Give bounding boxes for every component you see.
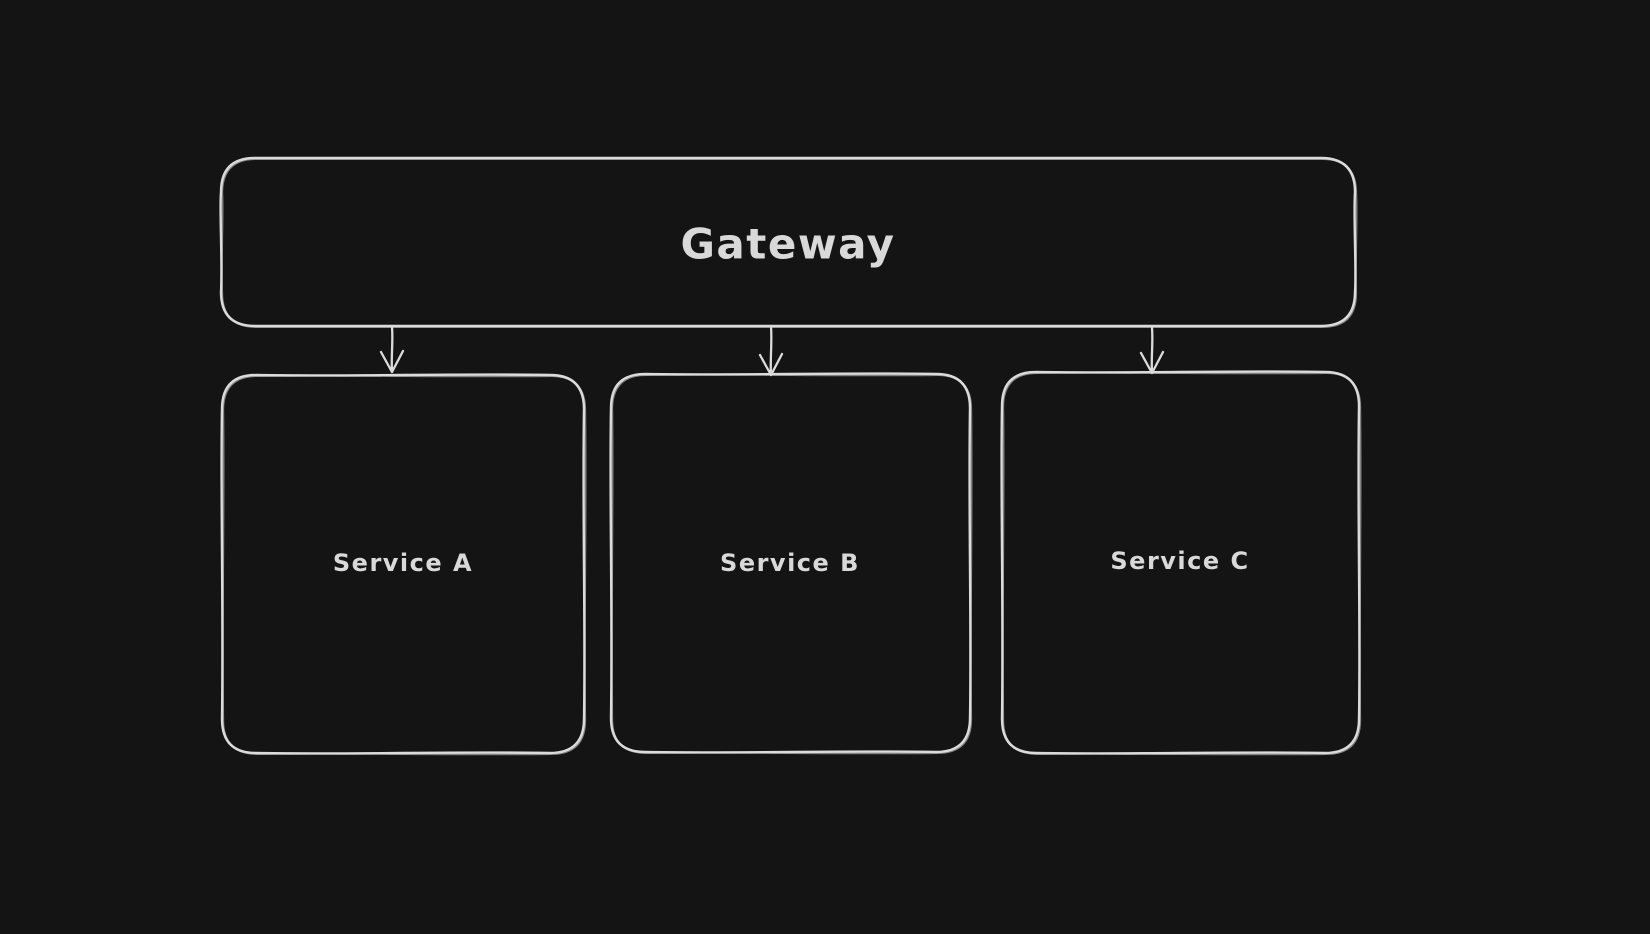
service-c-box-outline-sketch bbox=[1002, 371, 1362, 756]
node-gateway[interactable]: Gateway bbox=[219, 156, 1358, 329]
service-a-box-outline bbox=[220, 373, 586, 755]
service-c-label: Service C bbox=[1110, 547, 1249, 575]
arrow-gateway-to-service-b[interactable] bbox=[758, 325, 784, 377]
service-b-label: Service B bbox=[720, 549, 860, 577]
node-service-a[interactable]: Service A bbox=[220, 373, 587, 756]
node-service-b[interactable]: Service B bbox=[609, 372, 973, 755]
service-b-box-outline-sketch bbox=[611, 373, 973, 755]
service-a-label: Service A bbox=[333, 549, 473, 577]
arrow-down-icon bbox=[758, 325, 784, 377]
service-a-box-outline-sketch bbox=[222, 374, 587, 756]
gateway-box-outline-sketch bbox=[221, 157, 1358, 329]
arrow-gateway-to-service-c[interactable] bbox=[1139, 326, 1165, 375]
arrow-gateway-to-service-a[interactable] bbox=[379, 325, 405, 374]
node-service-c[interactable]: Service C bbox=[1000, 370, 1362, 756]
service-c-box-outline bbox=[1000, 370, 1361, 755]
gateway-label: Gateway bbox=[680, 220, 895, 269]
arrow-down-icon bbox=[379, 325, 405, 374]
service-b-box-outline bbox=[609, 372, 972, 754]
gateway-box-outline bbox=[219, 156, 1357, 328]
arrow-down-icon bbox=[1139, 326, 1165, 375]
